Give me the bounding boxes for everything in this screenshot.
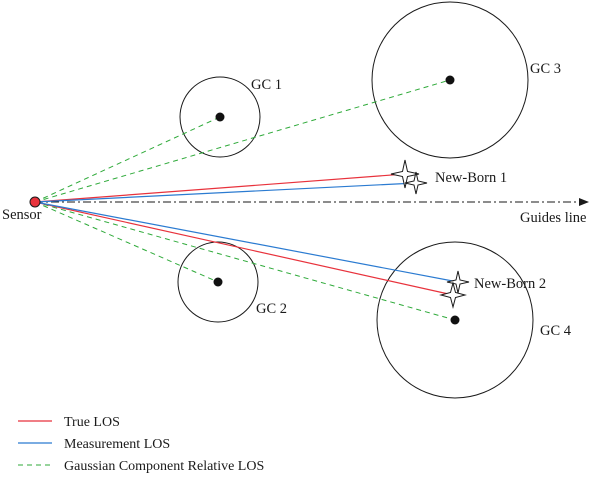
newborn2-label: New-Born 2 [474, 276, 546, 292]
gaussian-los-gc4 [34, 201, 456, 321]
gc2-label: GC 2 [256, 301, 287, 317]
measurement-los-lines [34, 182, 459, 283]
measurement-los-newborn2 [34, 201, 459, 283]
gaussian-los-lines [34, 79, 456, 321]
legend-item-true-los: True LOS [18, 415, 120, 430]
measurement-los-newborn1 [34, 182, 417, 203]
gc1-circle [179, 76, 261, 158]
gc1-center [215, 112, 225, 122]
legend: True LOS Measurement LOS Gaussian Compon… [18, 415, 264, 474]
gc3-center [445, 75, 455, 85]
gc4-center [450, 315, 460, 325]
gc3-circle [371, 1, 529, 159]
newborn2-star-icons [439, 270, 470, 309]
legend-label: Measurement LOS [64, 437, 170, 452]
newborn1-star-icons [390, 159, 428, 195]
gaussian-los-gc1 [34, 116, 221, 203]
star-icon [390, 159, 420, 189]
guides-line-label: Guides line [520, 210, 586, 226]
true-los-newborn1 [34, 173, 406, 203]
sensor-label: Sensor [2, 207, 42, 223]
true-los-newborn2 [34, 201, 454, 296]
legend-label: Gaussian Component Relative LOS [64, 459, 264, 474]
star-icon [446, 270, 470, 294]
gaussian-los-gc2 [34, 201, 219, 283]
star-icon [404, 171, 428, 195]
gc2-center [213, 277, 223, 287]
legend-item-measurement-los: Measurement LOS [18, 437, 170, 452]
gaussian-los-gc3 [34, 79, 451, 203]
gc3-label: GC 3 [530, 61, 561, 77]
legend-label: True LOS [64, 415, 120, 430]
true-los-lines [34, 173, 454, 296]
legend-item-gaussian-los: Gaussian Component Relative LOS [18, 459, 264, 474]
gc2-circle [177, 241, 259, 323]
star-icon [439, 281, 467, 309]
gc1-label: GC 1 [251, 77, 282, 93]
gc4-circle [376, 241, 534, 399]
newborn1-label: New-Born 1 [435, 170, 507, 186]
gc4-label: GC 4 [540, 323, 572, 339]
sensor-marker [29, 196, 41, 208]
